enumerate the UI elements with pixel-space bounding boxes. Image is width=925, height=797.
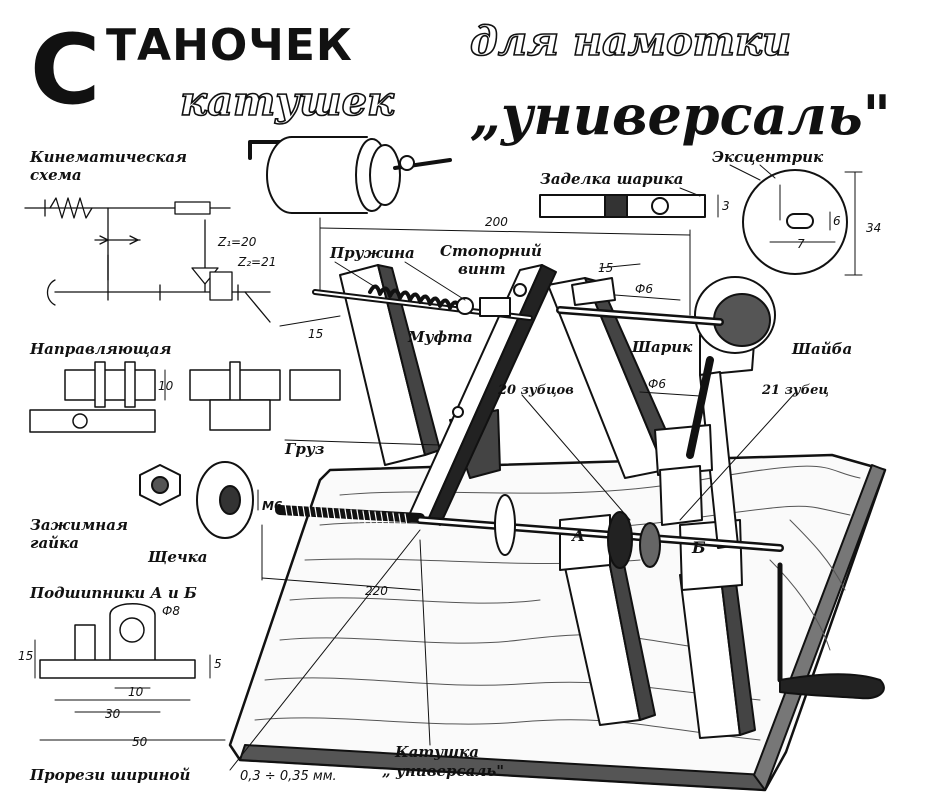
dim-34: 34 xyxy=(866,221,882,235)
dim-5: 5 xyxy=(214,657,222,671)
dim-3: 3 xyxy=(722,199,730,213)
bearing-detail xyxy=(34,603,226,741)
label-teeth-20: 20 зубцов xyxy=(498,383,574,398)
dim-d6-b: Ф6 xyxy=(648,377,666,391)
right-frame xyxy=(559,329,756,739)
label-kinematic: Кинематическая xyxy=(30,148,187,166)
dim-30: 30 xyxy=(105,707,121,721)
label-ball-seat: Заделка шарика xyxy=(540,170,684,188)
label-slots-dim: 0,3 ÷ 0,35 мм. xyxy=(240,769,337,784)
label-stop-screw: Стопорний xyxy=(440,242,542,260)
title-line-3: катушек xyxy=(179,78,395,125)
label-coil-2: „ универсаль" xyxy=(382,762,505,780)
label-z2: Z₂=21 xyxy=(238,255,277,269)
spring-rod xyxy=(312,284,533,321)
label-coupling: Муфта xyxy=(408,328,473,346)
eccentric-detail xyxy=(729,164,863,276)
label-slots: Прорези шириной xyxy=(30,766,191,784)
main-spindle xyxy=(275,494,885,700)
nut-and-cheek xyxy=(139,461,259,539)
dim-guide-10: 10 xyxy=(158,379,174,393)
dim-bear-15: 15 xyxy=(18,649,34,663)
label-z1: Z₁=20 xyxy=(218,235,257,249)
left-uprights xyxy=(339,264,681,479)
label-washer: Шайба xyxy=(792,340,853,358)
washer-assembly xyxy=(556,276,776,459)
leader-lines xyxy=(229,261,796,771)
label-nut: Зажимная xyxy=(30,516,128,534)
dim-7: 7 xyxy=(797,237,805,251)
label-nut-2: гайка xyxy=(30,534,79,552)
dim-200: 200 xyxy=(485,215,508,229)
label-coil: Катушка xyxy=(395,743,479,761)
label-bearing-a: А xyxy=(572,526,586,545)
dim-220: 220 xyxy=(365,584,388,598)
label-weight: Груз xyxy=(285,440,325,458)
dim-d6-a: Ф6 xyxy=(635,282,653,296)
dim-ecc-6: 6 xyxy=(833,214,841,228)
label-stop-screw-2: винт xyxy=(458,260,506,278)
kinematic-scheme xyxy=(24,197,271,323)
title-line-2: для намотки xyxy=(469,18,792,65)
dim-10: 10 xyxy=(128,685,144,699)
ball-seat-rod xyxy=(539,187,719,218)
dim-d8: Ф8 xyxy=(162,604,180,618)
label-kinematic-2: схема xyxy=(30,166,82,184)
dim-15-a: 15 xyxy=(308,327,324,341)
title-name: „универсаль" xyxy=(470,83,891,147)
label-bearings: Подшипники А и Б xyxy=(30,584,197,602)
label-guide: Направляющая xyxy=(30,340,172,358)
label-spring: Пружина xyxy=(330,244,415,262)
wooden-base xyxy=(228,453,887,792)
label-teeth-21: 21 зубец xyxy=(762,383,829,398)
top-coil xyxy=(248,136,452,214)
dim-m6: М6 xyxy=(262,499,283,513)
title-word: ТАНОЧЕК xyxy=(106,20,353,71)
label-eccentric: Эксцентрик xyxy=(712,148,824,166)
dimension-lines xyxy=(261,217,701,591)
dim-15-b: 15 xyxy=(598,261,614,275)
title-initial: С xyxy=(30,14,101,126)
guide-detail xyxy=(29,361,341,433)
label-bearing-b: Б xyxy=(692,538,706,557)
label-ball: Шарик xyxy=(632,338,693,356)
label-cheek: Щечка xyxy=(148,548,208,566)
dim-50: 50 xyxy=(132,735,148,749)
